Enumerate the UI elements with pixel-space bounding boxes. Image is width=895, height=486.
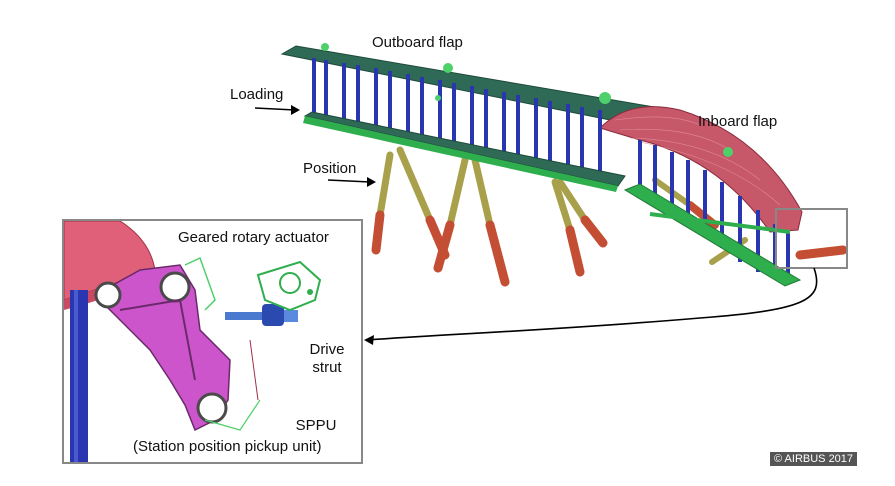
loading-rods — [312, 58, 602, 180]
inboard-flap-mesh — [614, 116, 781, 206]
drive-strut-label-line2: strut — [312, 359, 342, 376]
loading-arrow — [254, 107, 296, 111]
drive-strut-closeup-illustration — [62, 219, 363, 464]
sppu-label: SPPU — [295, 417, 337, 434]
loading-label: Loading — [230, 86, 284, 103]
detail-leader-line — [367, 267, 818, 341]
drive-strut-label-line1: Drive — [309, 341, 345, 358]
fittings — [321, 43, 733, 157]
outboard-flap-label: Outboard flap — [372, 34, 463, 51]
position-label: Position — [303, 160, 357, 177]
copyright-notice: © AIRBUS 2017 — [770, 452, 858, 466]
inboard-flap-surface — [599, 106, 803, 233]
geared-rotary-actuator-label: Geared rotary actuator — [178, 229, 329, 246]
inboard-flap-label: Inboard flap — [698, 113, 778, 130]
detail-highlight-box — [775, 208, 848, 269]
position-arrow — [327, 179, 371, 183]
sppu-full-label: (Station position pickup unit) — [133, 438, 322, 455]
drive-strut-label: Drive strut — [300, 341, 354, 377]
